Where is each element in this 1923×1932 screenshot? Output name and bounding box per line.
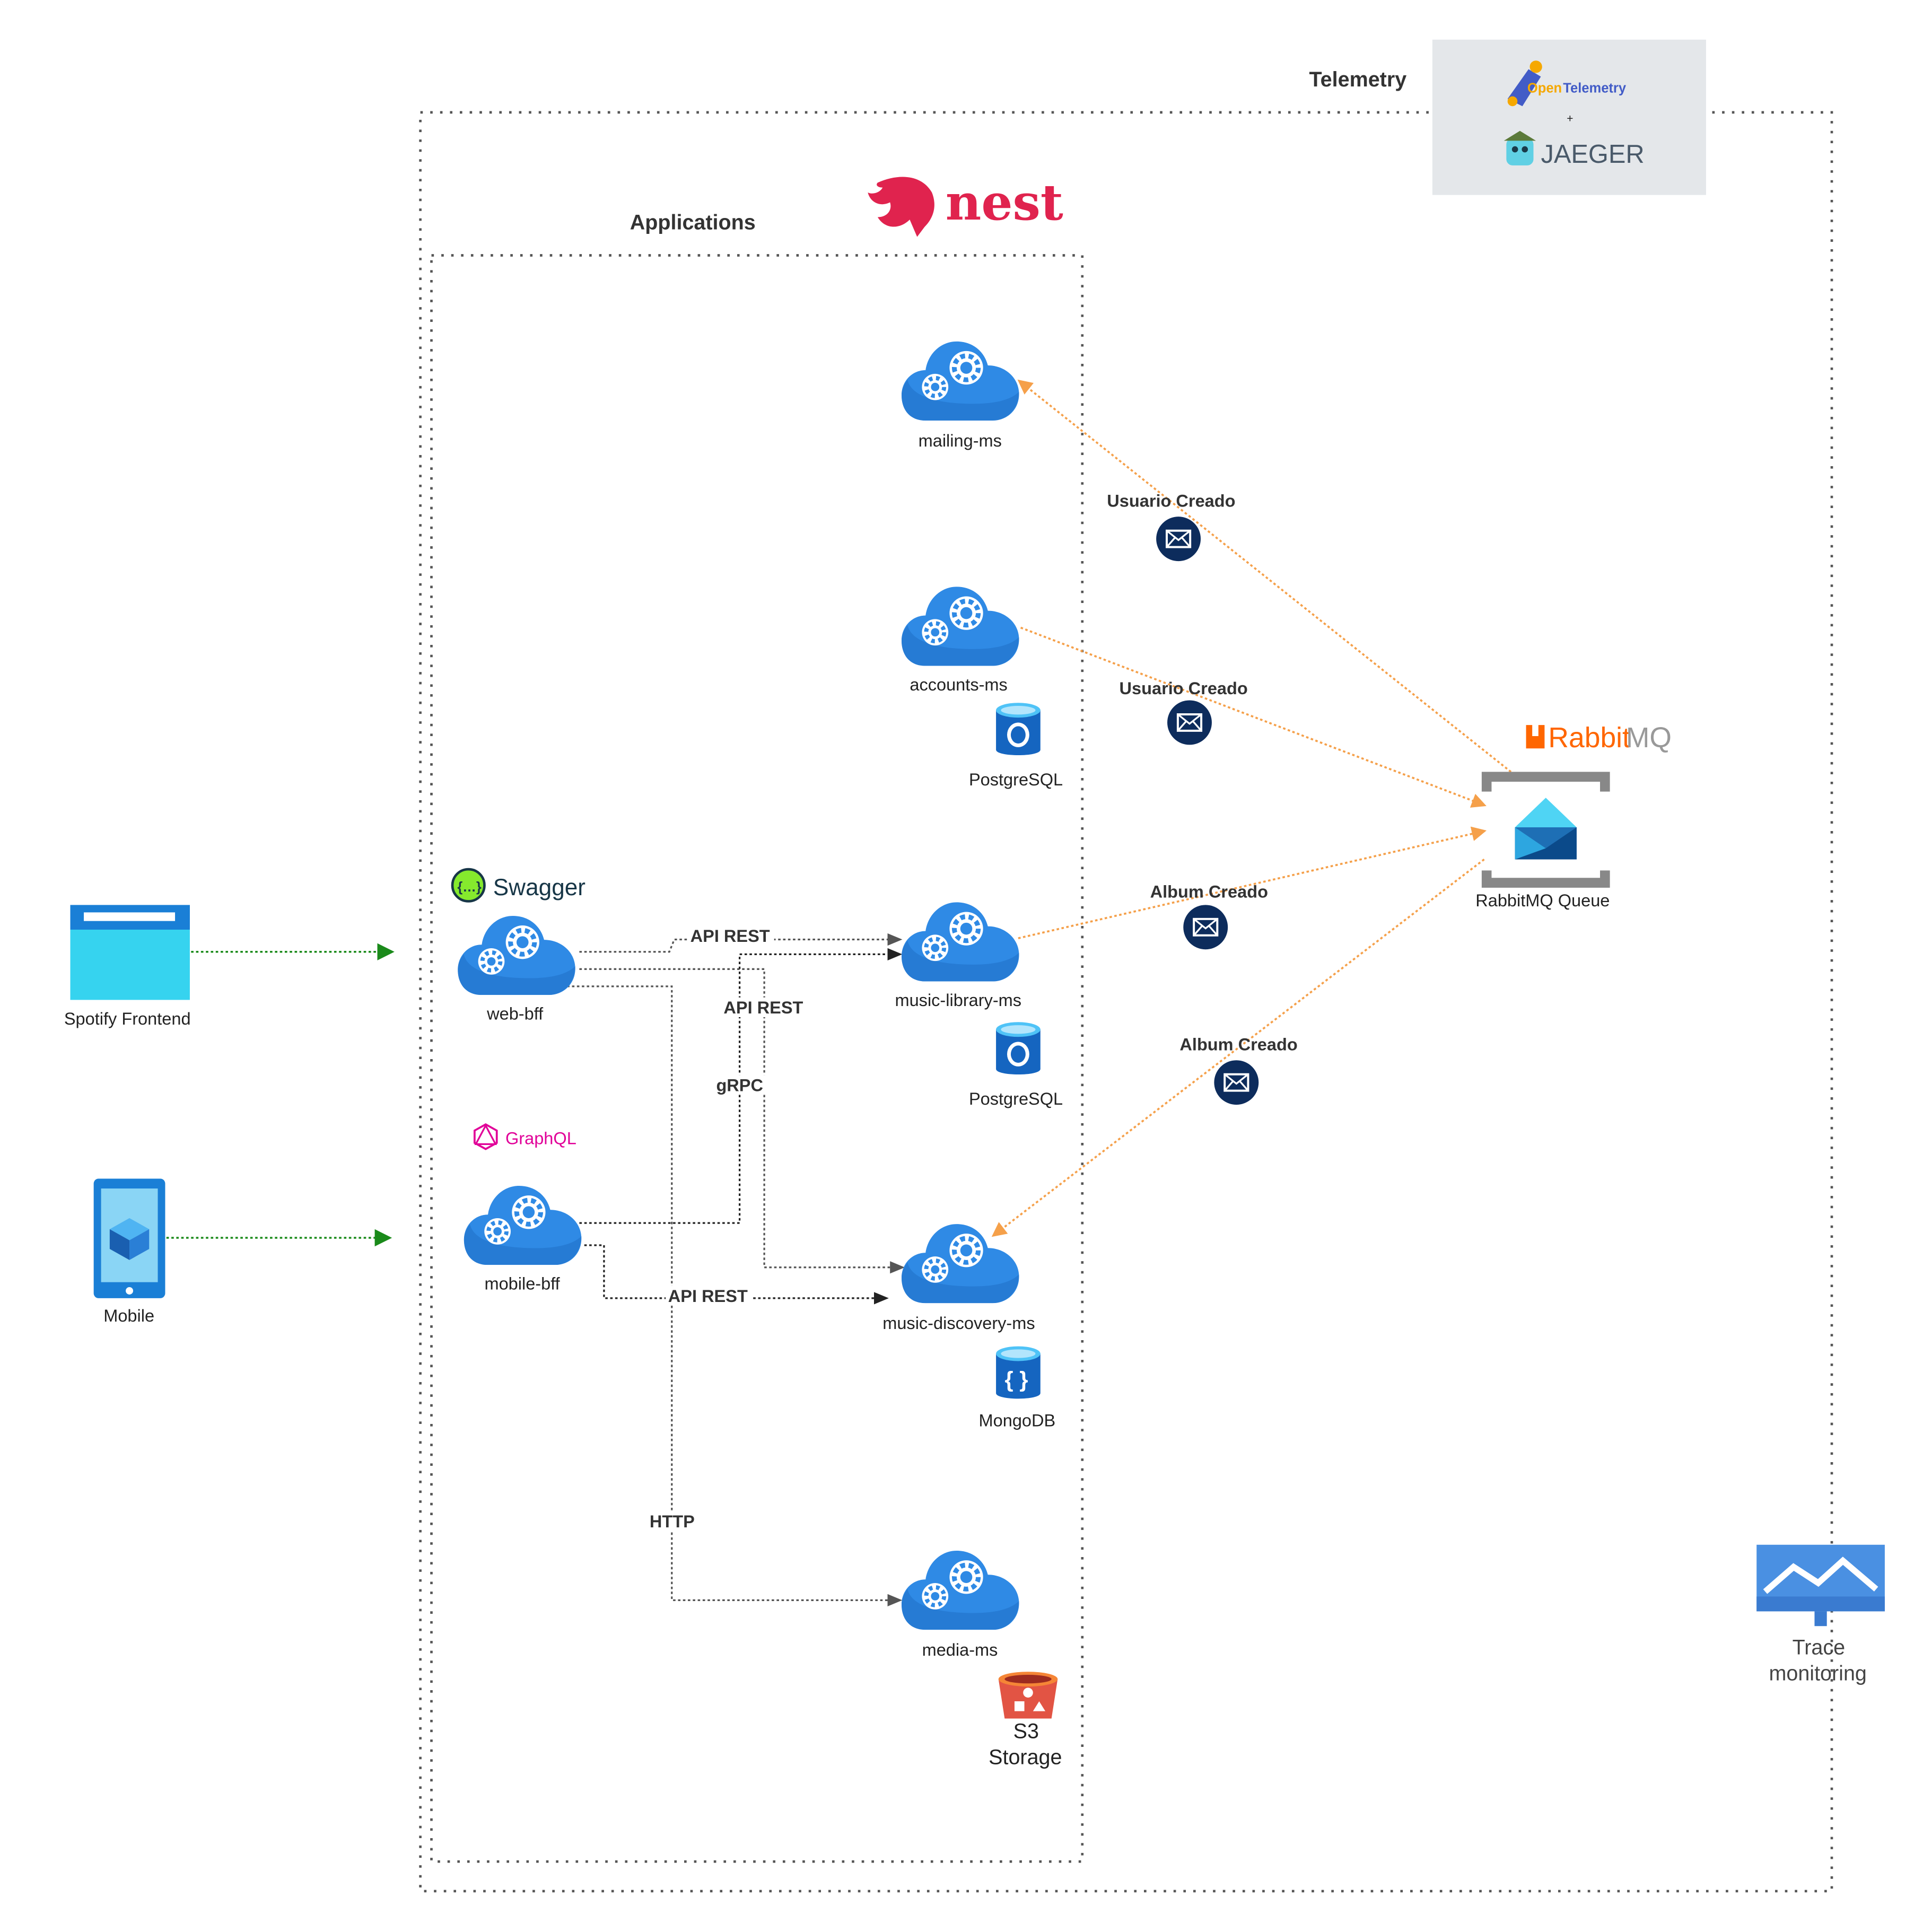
mobile-bff-node[interactable]: mobile-bff xyxy=(464,1186,581,1293)
trace-monitoring-label-line1: Trace xyxy=(1793,1636,1846,1659)
s3-bucket-icon xyxy=(998,1672,1058,1719)
elephant-icon xyxy=(1007,1042,1029,1066)
cloud-gear-icon xyxy=(902,902,1019,981)
accounts-ms-node[interactable]: accounts-ms xyxy=(902,587,1019,694)
event-usuario-creado-accounts: Usuario Creado xyxy=(1120,679,1248,746)
music-discovery-ms-node[interactable]: music-discovery-ms xyxy=(882,1224,1035,1333)
edge-mobilebff-to-library xyxy=(579,948,903,1224)
discovery-mongodb-node[interactable]: { } MongoDB xyxy=(979,1346,1056,1430)
edge-label-mobilebff-library: gRPC xyxy=(716,1076,763,1095)
jaeger-logo: JAEGER xyxy=(1504,130,1645,169)
media-ms-label: media-ms xyxy=(922,1640,998,1659)
applications-boundary xyxy=(430,254,1084,1863)
s3-storage-node[interactable]: S3 Storage xyxy=(989,1672,1062,1769)
opentelemetry-logo: Open Telemetry xyxy=(1507,60,1627,107)
swagger-logo: {…} Swagger xyxy=(451,868,585,903)
swagger-text: Swagger xyxy=(493,875,585,901)
mailing-ms-label: mailing-ms xyxy=(919,431,1002,450)
event-usuario-creado-mailing: Usuario Creado xyxy=(1107,492,1236,563)
cloud-gear-icon xyxy=(902,342,1019,421)
opentelemetry-open-text: Open xyxy=(1527,81,1562,96)
library-postgresql-node[interactable]: PostgreSQL xyxy=(969,1022,1063,1108)
mobile-label: Mobile xyxy=(103,1306,154,1325)
rabbitmq-mq-text: MQ xyxy=(1626,722,1672,754)
telemetry-boundary xyxy=(419,111,1833,1893)
music-library-ms-label: music-library-ms xyxy=(895,991,1021,1010)
web-bff-label: web-bff xyxy=(486,1004,544,1024)
s3-label-line2: Storage xyxy=(989,1746,1062,1769)
event-label: Album Creado xyxy=(1179,1035,1297,1054)
cube-icon xyxy=(109,1218,150,1260)
edge-queue-to-mailing xyxy=(1017,379,1519,779)
cloud-gear-icon xyxy=(902,587,1019,666)
nest-logo: nest xyxy=(868,173,1063,237)
spotify-frontend-label: Spotify Frontend xyxy=(64,1009,191,1028)
cloud-gear-icon xyxy=(902,1224,1019,1303)
s3-label-line1: S3 xyxy=(1013,1720,1039,1743)
web-bff-node[interactable]: web-bff xyxy=(458,916,575,1024)
envelope-queue-icon xyxy=(1515,798,1577,860)
graphql-text: GraphQL xyxy=(505,1129,576,1148)
trace-monitoring-node[interactable]: Trace monitoring xyxy=(1756,1544,1885,1685)
elephant-icon xyxy=(1007,722,1029,747)
edge-webbff-to-library xyxy=(579,933,903,953)
music-library-ms-node[interactable]: music-library-ms xyxy=(895,902,1021,1010)
mobile-node[interactable]: Mobile xyxy=(93,1178,165,1325)
envelope-icon xyxy=(1182,904,1229,951)
edge-accounts-to-queue xyxy=(1020,626,1487,808)
jaeger-text: JAEGER xyxy=(1541,140,1644,169)
event-label: Usuario Creado xyxy=(1107,492,1235,511)
edge-library-to-queue xyxy=(1018,826,1487,940)
rabbitmq-rabbit-text: Rabbit xyxy=(1548,722,1630,754)
cloud-gear-icon xyxy=(464,1186,581,1265)
music-discovery-ms-label: music-discovery-ms xyxy=(882,1314,1035,1333)
accounts-postgresql-node[interactable]: PostgreSQL xyxy=(969,703,1063,789)
spotify-frontend-node[interactable]: Spotify Frontend xyxy=(64,905,191,1028)
applications-title: Applications xyxy=(630,211,756,234)
edge-queue-to-discovery xyxy=(991,858,1485,1237)
mobile-bff-label: mobile-bff xyxy=(484,1274,560,1293)
rabbitmq-queue-label: RabbitMQ Queue xyxy=(1475,891,1610,910)
library-db-label: PostgreSQL xyxy=(969,1089,1063,1108)
edge-label-webbff-media: HTTP xyxy=(650,1512,695,1531)
mailing-ms-node[interactable]: mailing-ms xyxy=(902,342,1019,450)
envelope-icon xyxy=(1166,699,1213,746)
envelope-icon xyxy=(1155,515,1202,563)
cloud-gear-icon xyxy=(458,916,575,995)
edge-label-mobilebff-discovery: API REST xyxy=(668,1287,748,1306)
media-ms-node[interactable]: media-ms xyxy=(902,1551,1019,1659)
event-label: Usuario Creado xyxy=(1120,679,1248,698)
trace-monitoring-label-line2: monitoring xyxy=(1769,1662,1866,1685)
event-label: Album Creado xyxy=(1150,882,1268,901)
rabbitmq-logo: Rabbit MQ xyxy=(1526,722,1672,754)
edge-label-webbff-library: API REST xyxy=(690,926,770,946)
edge-label-webbff-discovery: API REST xyxy=(723,998,803,1017)
telemetry-title: Telemetry xyxy=(1309,68,1406,91)
plus-text: + xyxy=(1567,112,1573,125)
swagger-braces-icon: {…} xyxy=(457,880,481,895)
telemetry-logo-panel: Open Telemetry + JAEGER xyxy=(1432,39,1706,195)
envelope-icon xyxy=(1213,1059,1260,1106)
cloud-gear-icon xyxy=(902,1551,1019,1630)
discovery-db-label: MongoDB xyxy=(979,1411,1056,1430)
opentelemetry-telemetry-text: Telemetry xyxy=(1563,81,1627,96)
accounts-ms-label: accounts-ms xyxy=(910,675,1007,694)
braces-icon: { } xyxy=(1004,1367,1028,1392)
event-album-creado-discovery: Album Creado xyxy=(1179,1035,1298,1106)
nest-text: nest xyxy=(946,173,1063,231)
accounts-db-label: PostgreSQL xyxy=(969,770,1063,789)
graphql-logo: GraphQL xyxy=(474,1123,576,1150)
rabbitmq-queue-node[interactable]: RabbitMQ Queue xyxy=(1475,772,1610,910)
event-album-creado-library: Album Creado xyxy=(1150,882,1268,951)
edge-webbff-to-discovery xyxy=(579,968,905,1274)
